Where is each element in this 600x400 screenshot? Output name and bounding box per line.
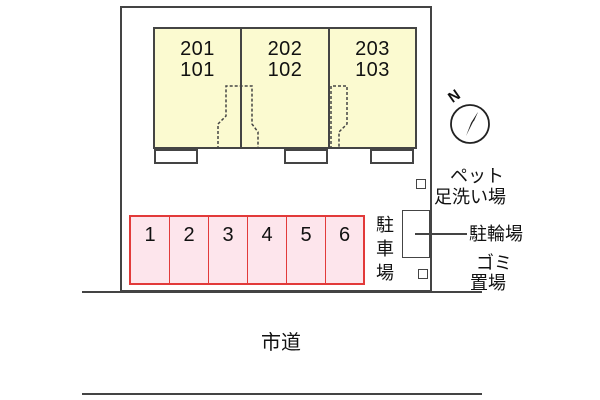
road-label: 市道 bbox=[261, 332, 301, 354]
garbage-label: ゴミ 置場 bbox=[470, 253, 512, 293]
garbage-marker bbox=[418, 269, 428, 279]
slot-number: 3 bbox=[222, 224, 234, 246]
stair-outline-1 bbox=[217, 85, 259, 149]
unit-number-3: 203 103 bbox=[330, 39, 415, 81]
parking-label: 駐 車 場 bbox=[376, 215, 394, 283]
compass bbox=[450, 104, 490, 144]
parking-slot-2: 2 bbox=[170, 215, 209, 285]
compass-ring bbox=[450, 104, 490, 144]
compass-needle-back bbox=[471, 112, 478, 123]
bicycle-parking-label: 駐輪場 bbox=[469, 224, 523, 244]
bicycle-leader-line bbox=[415, 233, 467, 235]
unit-lower-number: 102 bbox=[267, 59, 303, 81]
unit-upper-number: 201 bbox=[180, 38, 215, 60]
entrance-step-1 bbox=[154, 149, 198, 164]
parking-slot-5: 5 bbox=[287, 215, 326, 285]
parking-slot-6: 6 bbox=[326, 215, 363, 285]
pet-foot-wash-label: ペット 足洗い場 bbox=[434, 166, 506, 207]
unit-upper-number: 202 bbox=[267, 38, 303, 60]
pet-foot-wash-marker bbox=[416, 179, 426, 189]
parking-slot-4: 4 bbox=[248, 215, 287, 285]
slot-number: 5 bbox=[300, 224, 312, 246]
parking-slot-3: 3 bbox=[209, 215, 248, 285]
stair-outline-2 bbox=[330, 85, 348, 149]
unit-lower-number: 101 bbox=[180, 59, 215, 81]
unit-upper-number: 203 bbox=[355, 38, 390, 60]
unit-number-2: 202 102 bbox=[242, 39, 328, 81]
slot-number: 4 bbox=[261, 224, 273, 246]
unit-number-1: 201 101 bbox=[155, 39, 240, 81]
slot-number: 6 bbox=[338, 224, 351, 246]
parking-slot-1: 1 bbox=[131, 215, 170, 285]
slot-number: 1 bbox=[144, 224, 156, 246]
road-edge-bottom bbox=[82, 393, 482, 395]
unit-block-1: 201 101 bbox=[153, 27, 242, 149]
unit-block-3: 203 103 bbox=[328, 27, 417, 149]
entrance-step-3 bbox=[370, 149, 414, 164]
entrance-step-2 bbox=[284, 149, 328, 164]
unit-lower-number: 103 bbox=[355, 59, 390, 81]
slot-number: 2 bbox=[183, 224, 195, 246]
